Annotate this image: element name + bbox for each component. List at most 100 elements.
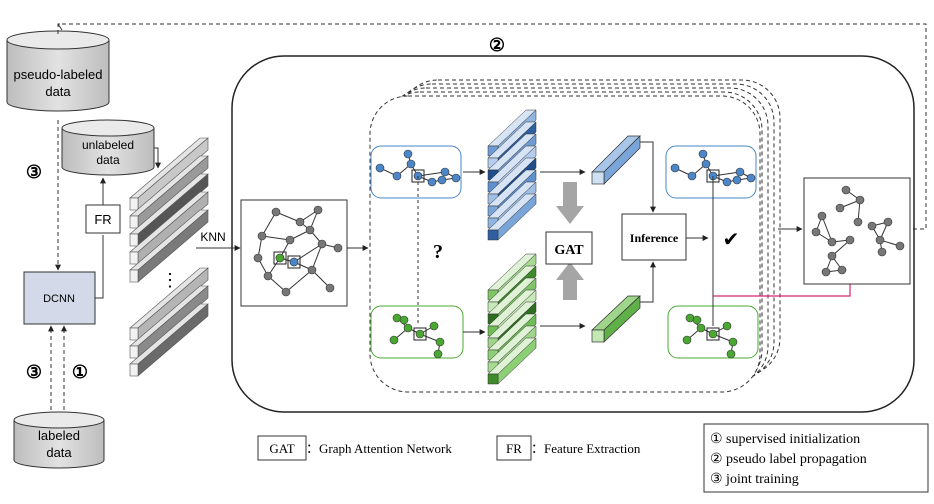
- graph-node: [895, 241, 905, 251]
- graph-node: [708, 329, 718, 339]
- graph-node: [253, 253, 263, 263]
- legend-step-3: ③ joint training: [710, 472, 799, 487]
- graph-node: [835, 203, 845, 213]
- gat-box: [545, 231, 593, 265]
- graph-node: [670, 163, 680, 173]
- legend-gat-desc: ：Graph Attention Network: [306, 441, 452, 456]
- feature-stack-bottom: [129, 267, 209, 377]
- feature-bar: [487, 193, 537, 241]
- checkmark-icon: ✔: [723, 229, 740, 251]
- dcnn-box: [23, 271, 96, 325]
- graph-node: [687, 171, 697, 181]
- green-result-subgraph: [682, 313, 738, 359]
- main-container: [231, 55, 915, 413]
- graph-node: [817, 211, 827, 221]
- green-feature-stack: [487, 253, 537, 385]
- graph-node: [427, 177, 437, 187]
- pseudo-labeled-db: pseudo-labeled data: [6, 30, 110, 112]
- graph-node: [682, 335, 692, 345]
- graph-node: [403, 149, 413, 159]
- graph-node: [722, 177, 732, 187]
- graph-node: [433, 349, 443, 359]
- feature-bar: [129, 285, 209, 359]
- legend-step-2: ② pseudo label propagation: [710, 452, 867, 467]
- feature-bar: [129, 209, 209, 283]
- gat-box-label: GAT: [554, 243, 584, 258]
- green-subgraph: [389, 313, 445, 359]
- blue-refined-feature: [591, 135, 641, 185]
- step-3-marker-bottom: ③: [26, 362, 42, 382]
- graph-node: [257, 231, 267, 241]
- knn-label: KNN: [200, 230, 225, 244]
- graph-node: [735, 167, 745, 177]
- inference-box: [621, 213, 687, 261]
- gat-up-arrow-block: [556, 182, 584, 224]
- feature-bar: [129, 191, 209, 265]
- unlabeled-db: unlabeled data: [61, 119, 155, 176]
- unlabeled-to-features-arrow: [154, 147, 161, 169]
- labeled-db: labeled data: [13, 411, 105, 469]
- graph-node: [325, 283, 335, 293]
- dcnn-box-label: DCNN: [43, 293, 75, 305]
- graph-node: [883, 217, 893, 227]
- pseudo-label-feedback-loop: [57, 23, 927, 230]
- graph-node: [307, 265, 317, 275]
- feature-bar: [129, 303, 209, 377]
- unknown-link-question: ?: [433, 241, 443, 263]
- legend-step-1: ① supervised initialization: [710, 432, 860, 447]
- pseudo-labeled-db-label-2: data: [45, 84, 71, 99]
- green-refined-feature: [591, 295, 641, 343]
- graph-node: [845, 235, 855, 245]
- graph-node: [821, 267, 831, 277]
- blue-to-inference-arrow: [640, 141, 656, 213]
- graph-node: [696, 323, 706, 333]
- step-2-marker: ②: [489, 35, 505, 55]
- legend-steps-box: [703, 423, 929, 493]
- fr-box-label: FR: [94, 212, 111, 227]
- blue-feature-stack: [487, 109, 537, 241]
- feature-bar: [129, 173, 209, 247]
- step-1-marker: ①: [72, 362, 88, 382]
- step-3-marker-top: ③: [26, 162, 42, 182]
- graph-node: [726, 349, 736, 359]
- graph-node: [701, 159, 711, 169]
- graph-node: [271, 207, 281, 217]
- legend-fr-key-box: [496, 435, 532, 461]
- graph-node: [698, 149, 708, 159]
- graph-node: [837, 265, 847, 275]
- labeled-db-label-2: data: [46, 445, 72, 460]
- graph-node: [855, 195, 865, 205]
- graph-node: [399, 315, 409, 325]
- graph-node: [451, 173, 461, 183]
- graph-node: [389, 335, 399, 345]
- graph-node: [429, 321, 439, 331]
- graph-node: [437, 175, 447, 185]
- output-graph: [811, 185, 905, 277]
- feature-stack-ellipsis: ⋮: [161, 270, 179, 290]
- pseudo-labeled-db-label-1: pseudo-labeled: [14, 67, 103, 82]
- knn-graph: [253, 205, 343, 297]
- graph-node: [406, 159, 416, 169]
- legend-gat-key: GAT: [269, 441, 294, 456]
- blue-result-subgraph: [670, 149, 756, 187]
- output-graph-box: [803, 177, 911, 285]
- graph-node: [827, 237, 837, 247]
- graph-node: [415, 329, 425, 339]
- graph-node: [263, 271, 273, 281]
- graph-node: [375, 163, 385, 173]
- unlabeled-db-label-2: data: [96, 153, 120, 167]
- graph-node: [440, 167, 450, 177]
- graph-node: [403, 323, 413, 333]
- graph-node: [877, 247, 887, 257]
- graph-node: [746, 173, 756, 183]
- graph-node: [435, 337, 445, 347]
- inference-box-label: Inference: [630, 231, 679, 245]
- unlabeled-db-label-1: unlabeled: [82, 138, 134, 152]
- graph-node: [722, 321, 732, 331]
- graph-node: [692, 315, 702, 325]
- graph-node: [841, 185, 851, 195]
- graph-node: [281, 287, 291, 297]
- graph-node: [295, 217, 305, 227]
- graph-node: [392, 171, 402, 181]
